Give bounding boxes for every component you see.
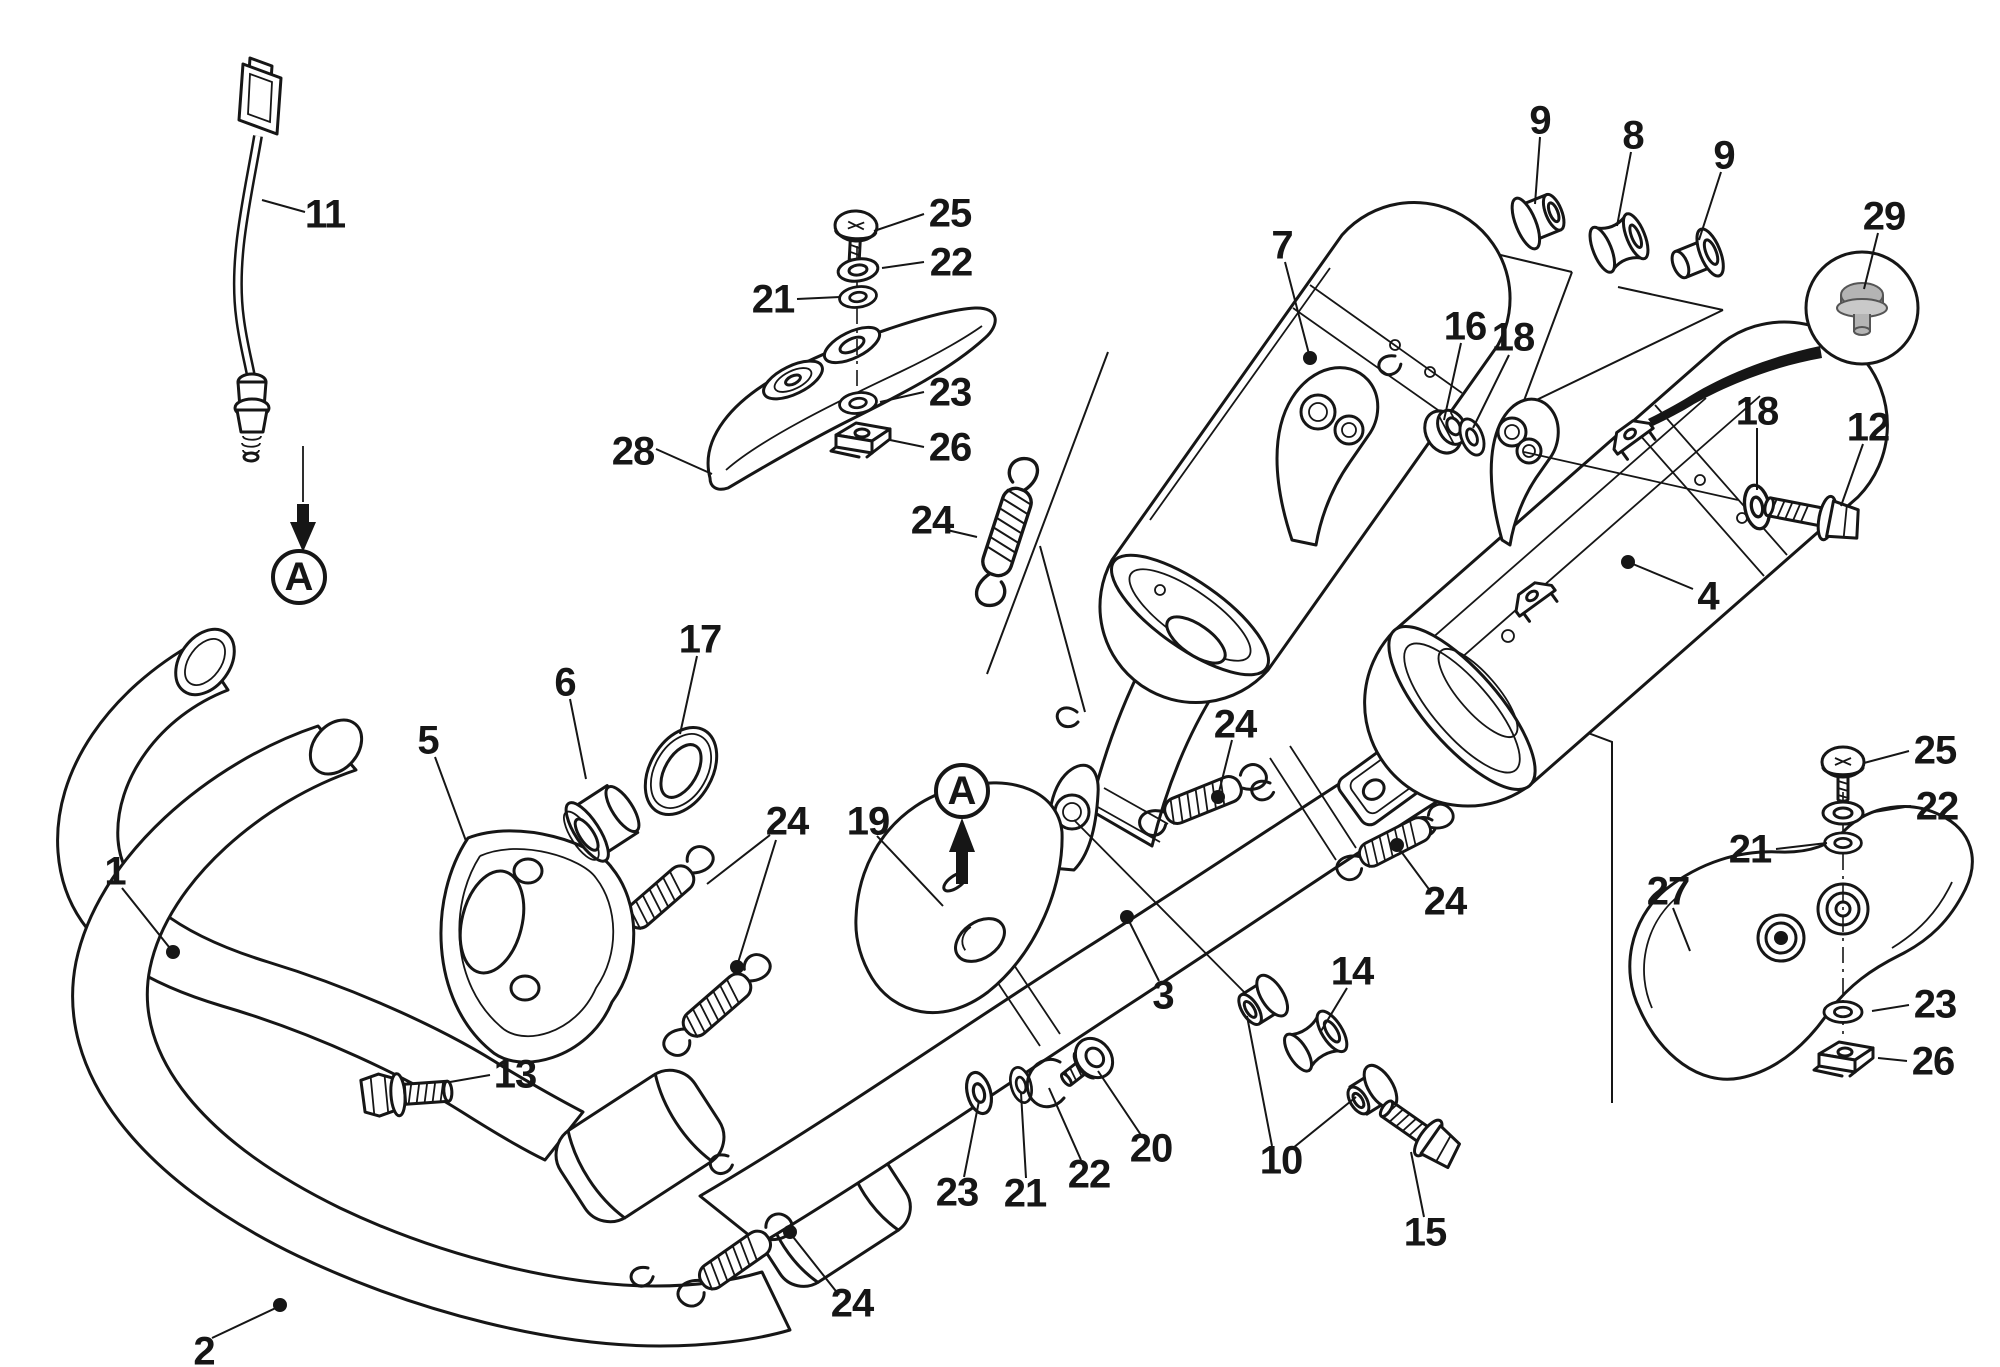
lambda-sensor-drawing — [232, 56, 316, 552]
callout-part-15: 15 — [1403, 1210, 1447, 1255]
callout-part-1: 1 — [104, 849, 126, 894]
callout-part-24-left: 24 — [765, 799, 809, 844]
lower-hardware-drawing — [359, 819, 1461, 1170]
callout-part-5: 5 — [417, 718, 439, 763]
callout-part-26-top: 26 — [928, 425, 972, 470]
callout-part-16: 16 — [1443, 304, 1487, 349]
callout-part-23-bottom: 23 — [935, 1170, 979, 1215]
callout-part-23-right: 23 — [1913, 982, 1957, 1027]
callout-part-24-mid: 24 — [1213, 702, 1257, 747]
detail-arrow-center — [949, 818, 975, 884]
callout-part-13: 13 — [493, 1052, 537, 1097]
callout-part-27: 27 — [1646, 869, 1690, 914]
detail-marker-a-sensor: A — [271, 549, 327, 605]
callout-part-18-mid: 18 — [1491, 315, 1535, 360]
callout-part-21-bottom: 21 — [1003, 1171, 1047, 1216]
callout-part-29: 29 — [1862, 194, 1906, 239]
header-pipes-drawing — [56, 627, 792, 1348]
callout-part-24-right: 24 — [1423, 879, 1467, 924]
callout-part-17: 17 — [678, 617, 722, 662]
muffler-left-drawing — [1098, 200, 1512, 705]
callout-part-25-top: 25 — [928, 191, 972, 236]
manifold-flange-drawing — [439, 725, 719, 1064]
callout-part-25-right: 25 — [1913, 728, 1957, 773]
callout-part-24-upper: 24 — [910, 498, 954, 543]
callout-part-22-right: 22 — [1915, 784, 1959, 829]
callout-part-28: 28 — [611, 429, 655, 474]
callout-part-20: 20 — [1129, 1126, 1173, 1171]
bracket-fasteners-drawing — [1423, 408, 1860, 542]
detail-marker-a-pipe: A — [934, 763, 990, 819]
callout-part-18-right: 18 — [1735, 389, 1779, 434]
callout-part-14: 14 — [1330, 949, 1374, 994]
callout-part-10: 10 — [1259, 1138, 1303, 1183]
callout-part-7: 7 — [1271, 223, 1293, 268]
callout-part-6: 6 — [554, 660, 576, 705]
callout-part-4: 4 — [1697, 574, 1719, 619]
callout-part-26-right: 26 — [1911, 1039, 1955, 1084]
callout-part-8: 8 — [1622, 113, 1644, 158]
callout-part-12: 12 — [1846, 405, 1890, 450]
callout-part-11: 11 — [304, 192, 346, 237]
callout-part-9-right: 9 — [1713, 133, 1735, 178]
callout-part-24-bottom: 24 — [830, 1281, 874, 1326]
callout-part-19: 19 — [846, 799, 890, 844]
upper-mounts-drawing — [1510, 192, 1920, 426]
heat-shield-left-drawing — [706, 208, 997, 491]
collector-joints-drawing — [554, 1068, 912, 1292]
callout-part-22-bottom: 22 — [1067, 1152, 1111, 1197]
callout-part-2: 2 — [193, 1329, 215, 1367]
callout-part-22-top: 22 — [929, 240, 973, 285]
leader-lines — [121, 136, 1912, 1339]
heat-shield-right-drawing — [1628, 745, 1974, 1081]
callout-part-21-top: 21 — [751, 277, 795, 322]
callout-part-9-left: 9 — [1529, 98, 1551, 143]
callout-part-23-top: 23 — [928, 370, 972, 415]
callout-part-3: 3 — [1152, 973, 1174, 1018]
callout-part-21-right: 21 — [1728, 827, 1772, 872]
